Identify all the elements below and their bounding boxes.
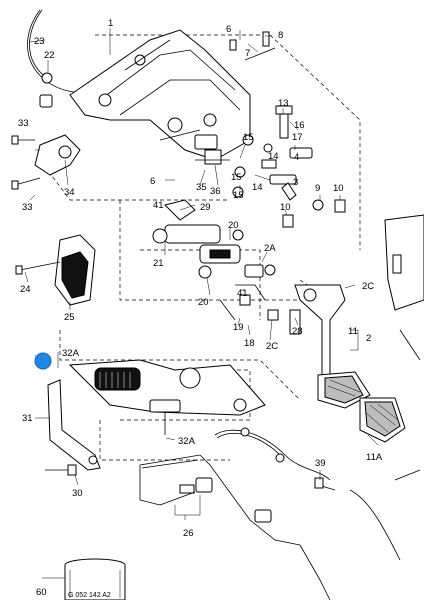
label-28: 28 xyxy=(292,326,303,337)
label-34: 34 xyxy=(64,187,75,198)
label-7: 7 xyxy=(245,48,250,59)
pedal-bracket xyxy=(69,29,251,161)
label-3: 3 xyxy=(293,177,298,188)
label-32a-a: 32A xyxy=(62,348,80,359)
label-31: 31 xyxy=(22,413,33,424)
label-41a: 41 xyxy=(153,200,164,211)
label-24: 24 xyxy=(20,284,31,295)
upper-right-parts xyxy=(195,31,346,228)
label-10b: 10 xyxy=(280,202,291,213)
label-16: 16 xyxy=(294,120,305,131)
label-18: 18 xyxy=(244,338,255,349)
label-20b: 20 xyxy=(198,297,209,308)
label-23: 23 xyxy=(34,36,45,47)
label-9: 9 xyxy=(315,183,320,194)
label-33b: 33 xyxy=(22,202,33,213)
right-edge-bracket xyxy=(384,214,424,361)
label-25: 25 xyxy=(64,312,75,323)
label-8: 8 xyxy=(278,30,283,41)
label-2c-a: 2C xyxy=(362,281,374,292)
label-36: 36 xyxy=(210,186,221,197)
label-33a: 33 xyxy=(18,118,29,129)
label-14b: 14 xyxy=(252,182,263,193)
label-14: 14 xyxy=(268,151,279,162)
clamp-60 xyxy=(64,558,126,600)
label-1: 1 xyxy=(108,18,113,29)
label-2: 2 xyxy=(366,333,371,344)
label-2c-b: 2C xyxy=(266,341,278,352)
left-bracket-34 xyxy=(11,134,81,190)
label-32a-b: 32A xyxy=(178,436,196,447)
label-11a: 11A xyxy=(366,452,383,463)
bracket-25 xyxy=(15,234,96,306)
label-6: 6 xyxy=(226,24,231,35)
label-26: 26 xyxy=(183,528,194,539)
leader-lines xyxy=(24,28,379,579)
label-30: 30 xyxy=(72,488,83,499)
highlight-marker[interactable] xyxy=(34,352,52,370)
label-20a: 20 xyxy=(228,220,239,231)
label-6b: 6 xyxy=(150,176,155,187)
part-labels: 1 23 22 6 8 7 13 16 15 17 14 4 6 15 3 35… xyxy=(18,18,383,599)
label-35: 35 xyxy=(196,182,207,193)
label-4: 4 xyxy=(294,152,299,163)
label-22: 22 xyxy=(44,50,55,61)
label-15: 15 xyxy=(243,132,254,143)
label-39: 39 xyxy=(315,458,326,469)
label-11: 11 xyxy=(348,326,358,337)
label-41b: 41 xyxy=(237,288,248,299)
label-17: 17 xyxy=(292,132,303,143)
label-13: 13 xyxy=(278,98,289,109)
hydraulic-lines xyxy=(139,427,421,600)
label-29: 29 xyxy=(200,202,211,213)
master-cylinder xyxy=(152,199,276,321)
bracket-31 xyxy=(45,379,101,476)
figure-code: G 052 142 A2 xyxy=(68,592,111,599)
clutch-pedal xyxy=(267,284,406,443)
slave-cylinder xyxy=(68,359,266,435)
label-60: 60 xyxy=(36,587,47,598)
label-15b: 15 xyxy=(231,172,242,183)
label-19: 19 xyxy=(233,322,244,333)
label-2a: 2A xyxy=(264,243,276,254)
label-21: 21 xyxy=(153,258,164,269)
label-15c: 15 xyxy=(233,190,244,201)
label-10a: 10 xyxy=(333,183,344,194)
